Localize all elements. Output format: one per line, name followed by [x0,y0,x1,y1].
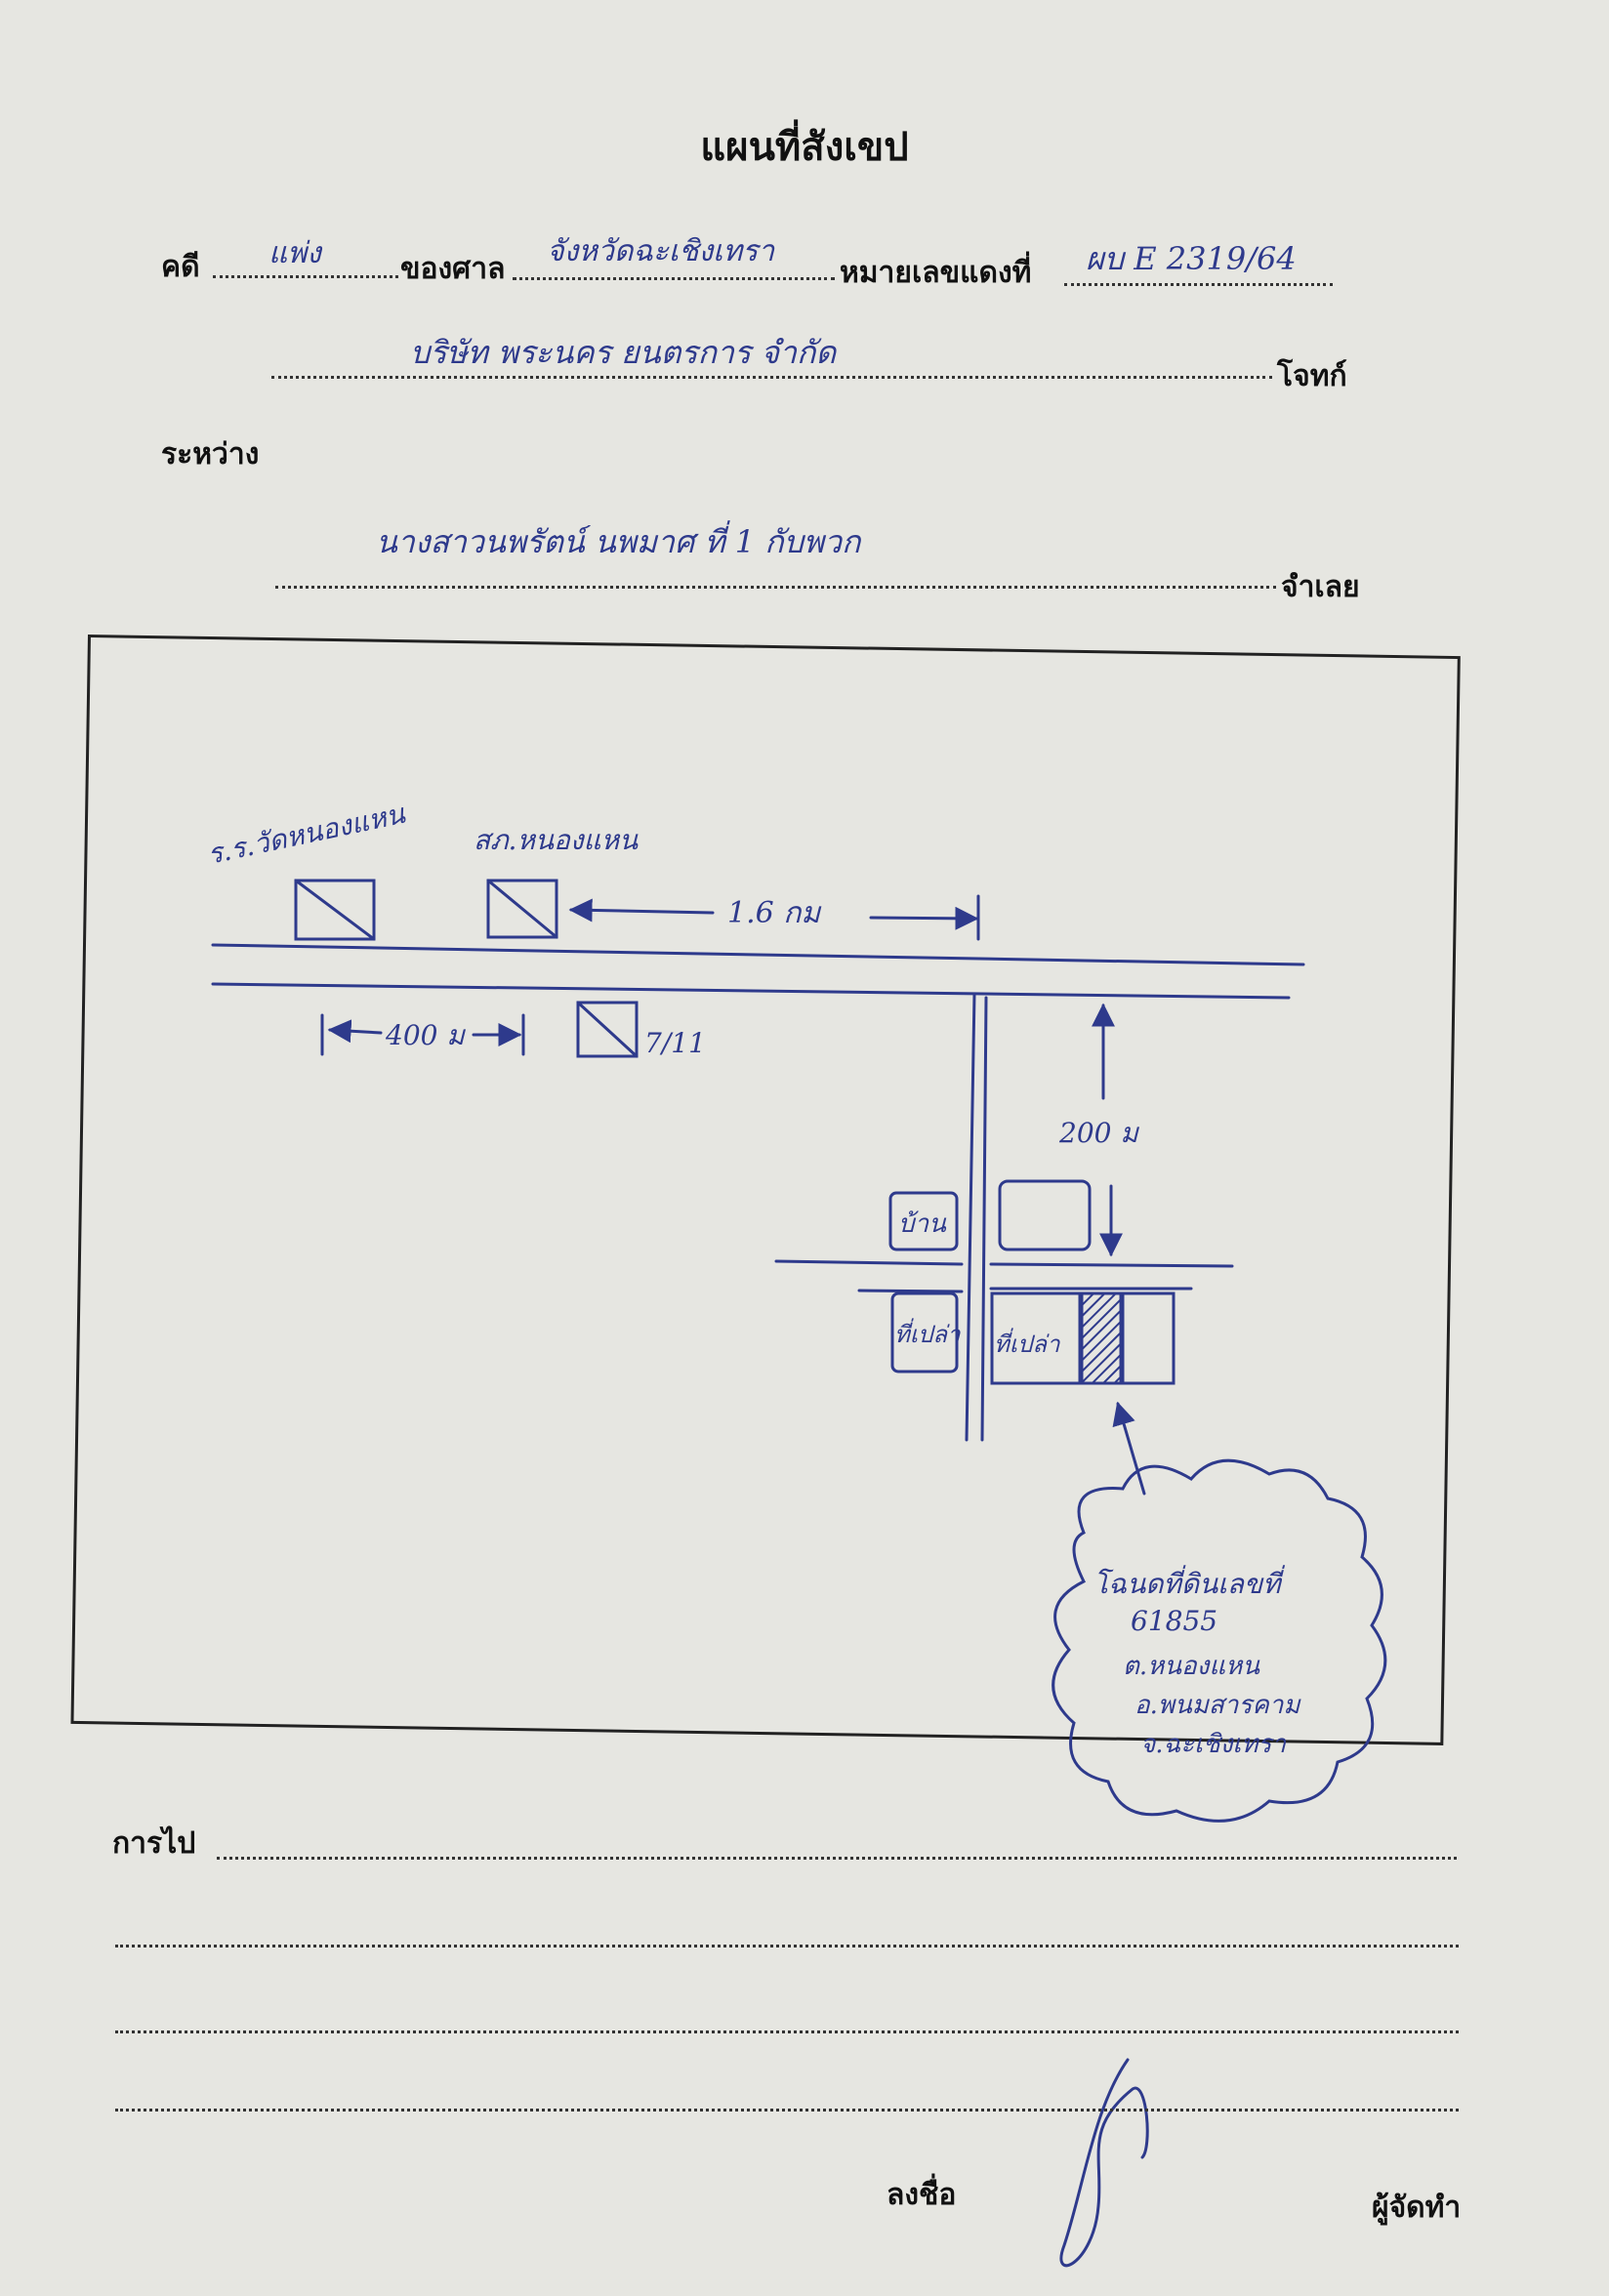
police-station-label: สภ.หนองแหน [474,824,639,856]
main-road-bottom-edge [211,982,1291,1000]
house-label: บ้าน [898,1210,947,1239]
distance-left-label: 400 ม [385,1019,466,1051]
plaintiff-value: บริษัท พระนคร ยนตรการ จำกัด [410,334,837,371]
cross-road-left-top [774,1259,964,1266]
distance-vertical-label: 200 ม [1058,1117,1139,1149]
police-station-cross [486,879,558,939]
distance-top-left-arrow [568,898,715,922]
police-station-icon [486,879,558,939]
distance-top-label: 1.6 กม [727,896,822,930]
defendant-value: นางสาวนพรัตน์ นพมาศ ที่ 1 กับพวก [376,523,861,560]
case-prefix-label: คดี [161,250,200,284]
route-line-2 [115,1945,1459,1948]
between-label: ระหว่าง [161,437,260,472]
route-line-3 [115,2030,1459,2033]
neighbor-plot-box [1121,1292,1176,1385]
side-road-left-edge [965,992,976,1442]
court-label: ของศาล [400,252,506,286]
vacant-plot-left-box [890,1292,959,1374]
empty-plot-box [998,1179,1092,1251]
plaintiff-line [271,376,1272,379]
court-name-value: จังหวัดฉะเชิงเทรา [547,234,775,268]
cross-road-right-top [989,1262,1234,1268]
vacant-plot-left-label: ที่เปล่า [894,1318,962,1348]
distance-top-right-arrow [869,906,979,930]
school-building-icon [294,879,376,941]
distance-left-arrow-a [327,1019,383,1044]
land-pointer-arrow [1112,1401,1146,1496]
route-label: การไป [112,1826,196,1861]
target-land-plot [1080,1292,1123,1385]
case-number-label: หมายเลขแดงที่ [840,256,1032,290]
route-line-4 [115,2109,1459,2112]
vacant-plot-right-box [990,1292,1082,1385]
main-road-top-edge [211,943,1305,966]
note-cloud [1052,1458,1387,1823]
maker-label: ผู้จัดทำ [1372,2191,1462,2225]
route-line-1 [217,1857,1457,1860]
case-type-value: แพ่ง [268,236,321,270]
side-road-right-edge [980,996,988,1442]
case-number-line [1064,283,1333,286]
note-line-2: 61855 [1131,1605,1217,1637]
note-line-1: โฉนดที่ดินเลขที่ [1093,1565,1286,1600]
signature-mark [1059,2058,1149,2268]
sign-label: ลงชื่อ [887,2178,957,2212]
house-box [888,1191,959,1251]
convenience-store-cross [576,1001,639,1058]
defendant-line [275,586,1276,589]
marker-label: 7/11 [644,1027,706,1059]
vacant-plot-right-label: ที่เปล่า [994,1328,1061,1358]
note-line-5: จ.ฉะเชิงเทรา [1140,1730,1287,1759]
court-line [513,277,835,280]
defendant-label: จำเลย [1281,570,1360,604]
note-line-3: ต.หนองแหน [1123,1652,1260,1681]
school-building-cross [294,879,376,941]
page-title: แผนที่สังเขป [700,125,909,170]
case-type-line [213,275,398,278]
case-number-value: ผบ E 2319/64 [1086,240,1297,277]
note-line-4: อ.พนมสารคาม [1135,1691,1301,1720]
cross-road-left-bottom [857,1289,964,1293]
plaintiff-label: โจทก์ [1277,359,1347,393]
convenience-store-icon [576,1001,639,1058]
